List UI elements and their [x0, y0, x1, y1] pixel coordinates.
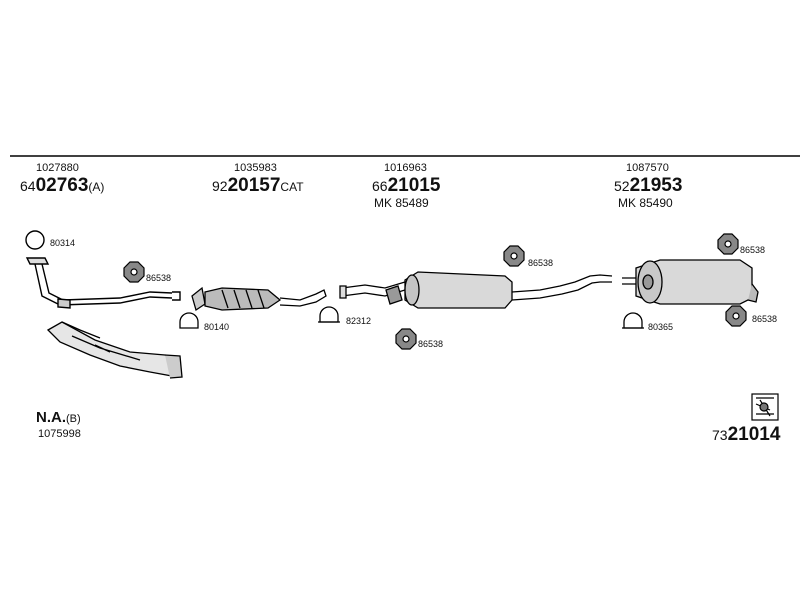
- kit-main: 21014: [727, 424, 781, 445]
- clamp-mid-label: 82312: [346, 316, 372, 326]
- hanger-mid-label: 86538: [528, 258, 554, 268]
- kit-prefix: 73: [712, 427, 728, 443]
- group3-prefix: 66: [372, 178, 388, 194]
- catalytic-converter: [191, 286, 327, 312]
- group1-ref: 1027880: [36, 162, 79, 174]
- group2-number: 9220157CAT: [212, 175, 304, 198]
- kit-number: 7321014: [712, 424, 780, 447]
- group2-main: 20157: [227, 175, 281, 196]
- group4-prefix: 52: [614, 178, 630, 194]
- group4-main: 21953: [629, 175, 683, 196]
- middle-silencer: [339, 271, 613, 309]
- group2-ref: 1035983: [234, 162, 277, 174]
- na-label: N.A.(B): [36, 409, 81, 427]
- group4-number: 5221953: [614, 175, 682, 198]
- group4-mk: MK 85490: [618, 196, 673, 210]
- group3-ref: 1016963: [384, 162, 427, 174]
- clamp-front-icon: [179, 312, 199, 329]
- group2-suffix: CAT: [280, 180, 304, 194]
- hanger-front-label: 86538: [146, 273, 172, 283]
- group1-prefix: 64: [20, 178, 36, 194]
- clamp-icons: [179, 306, 644, 329]
- na-ref: 1075998: [38, 428, 81, 440]
- na-text: N.A.: [36, 409, 66, 426]
- hanger-icons: [123, 233, 747, 350]
- hanger-rear-bottom-label: 86538: [752, 314, 778, 324]
- clamp-front-label: 80140: [204, 322, 230, 332]
- hanger-rear-top-label: 86538: [740, 245, 766, 255]
- clamp-rear-icon: [623, 312, 643, 329]
- group1-suffix: (A): [88, 180, 105, 194]
- group3-number: 6621015: [372, 175, 440, 198]
- clamp-mid-icon: [319, 306, 339, 323]
- group3-mk: MK 85489: [374, 196, 429, 210]
- clamp-rear-label: 80365: [648, 322, 674, 332]
- kit-icon: [751, 393, 779, 421]
- group1-number: 6402763(A): [20, 175, 104, 198]
- group2-prefix: 92: [212, 178, 228, 194]
- front-pipe: [25, 230, 181, 309]
- exhaust-manifold: [46, 321, 183, 379]
- rear-silencer: [622, 259, 759, 305]
- group4-ref: 1087570: [626, 162, 669, 174]
- na-suffix: (B): [66, 413, 81, 425]
- group1-main: 02763: [35, 175, 89, 196]
- ring-part-label: 80314: [50, 238, 76, 248]
- group3-main: 21015: [387, 175, 441, 196]
- hanger-mid-lower-label: 86538: [418, 339, 444, 349]
